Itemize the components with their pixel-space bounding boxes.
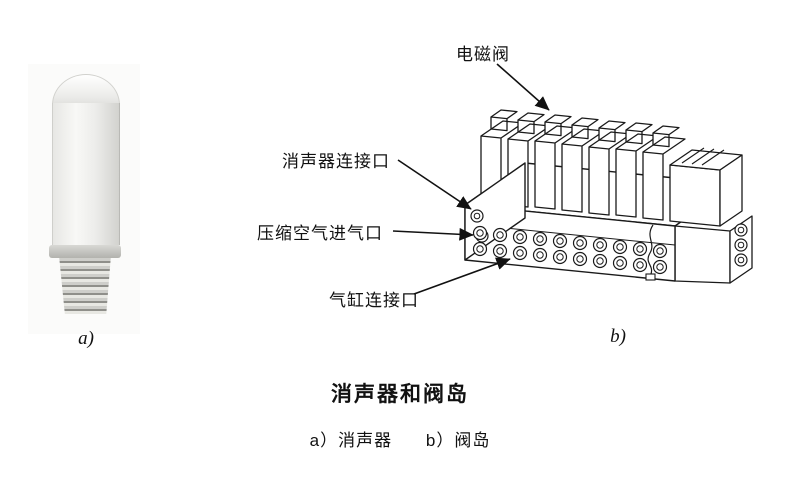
legend-item-b: b）阀岛 (425, 431, 491, 450)
figure-legend: a）消声器 b）阀岛 (0, 426, 800, 451)
callout-muffler-port: 消声器连接口 (282, 152, 390, 171)
muffler-body (52, 103, 120, 245)
callout-air-inlet: 压缩空气进气口 (257, 224, 383, 243)
muffler-photo (44, 74, 128, 324)
muffler-port-hole (470, 209, 484, 223)
figure-caption: 消声器和阀岛 (331, 383, 469, 406)
callout-solenoid-valve: 电磁阀 (456, 45, 510, 64)
panel-label-b: b) (610, 326, 626, 347)
callout-cylinder-port: 气缸连接口 (329, 291, 419, 310)
muffler-threaded-stem (59, 258, 111, 314)
valve-island-drawing (464, 109, 753, 284)
muffler-collar (49, 245, 121, 258)
end-plate-module (669, 147, 743, 227)
panel-label-a: a) (78, 328, 94, 349)
end-plate-ribs (681, 147, 725, 166)
legend-item-a: a）消声器 (309, 431, 393, 450)
cable (645, 224, 656, 281)
right-end-body (674, 215, 753, 284)
muffler-dome-top (52, 74, 120, 105)
